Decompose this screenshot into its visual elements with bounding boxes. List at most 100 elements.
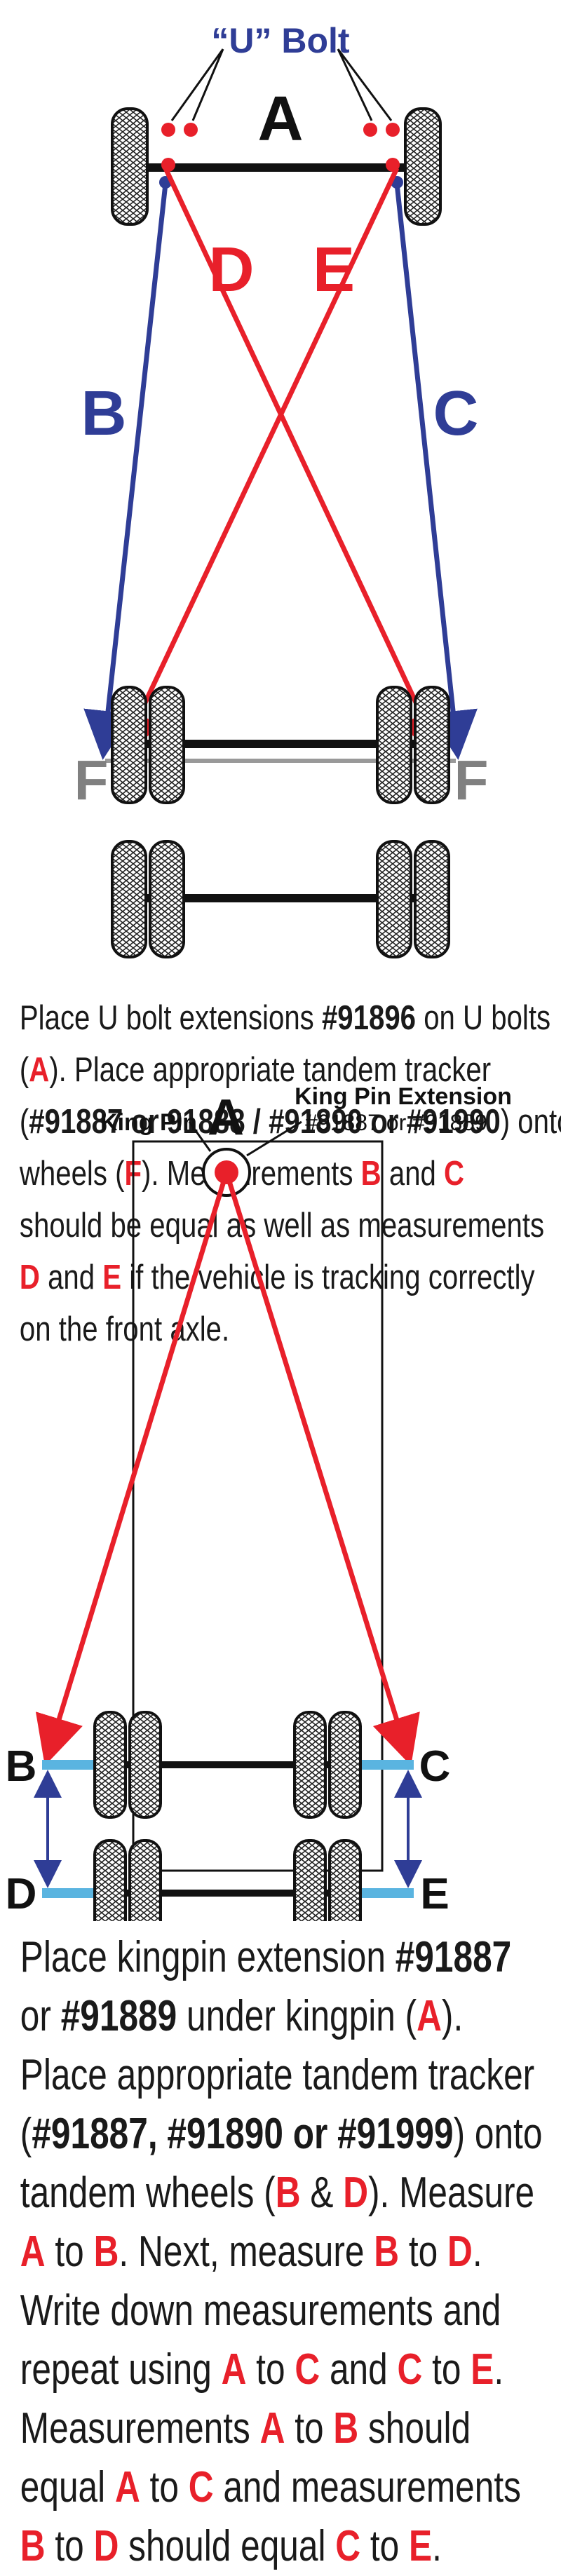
front-right-wheel (404, 107, 442, 226)
measure-line-a-b (35, 1171, 229, 1766)
text-span: or (20, 1992, 61, 2040)
front-left-wheel (111, 107, 149, 226)
u-bolt-label: “U” Bolt (211, 21, 350, 60)
tandem-wheel (376, 840, 412, 958)
kingpin-label-c: C (419, 1742, 451, 1791)
text-line: Place kingpin extension #91887 (20, 1928, 550, 1987)
label-c: C (433, 379, 479, 449)
text-line: should be equal as well as measurements (19, 1200, 545, 1252)
tandem-axle-bar (140, 894, 421, 902)
u-bolt-dot (386, 123, 400, 137)
tandem-wheel (93, 1711, 127, 1819)
label-ref: D (447, 2228, 473, 2276)
text-span: should equal (119, 2522, 336, 2570)
kingpin-label-b: B (6, 1742, 37, 1791)
text-span: Place appropriate tandem tracker (20, 2051, 535, 2099)
tandem-wheel (293, 1839, 327, 1921)
text-span: ). Place appropriate tandem tracker (49, 1051, 492, 1089)
text-line: equal A to C and measurements (20, 2458, 550, 2517)
tandem-axle-bar (119, 1761, 337, 1768)
measure-line-a-c (224, 1171, 420, 1766)
tandem-wheel (328, 1839, 362, 1921)
label-ref: A (259, 2404, 285, 2453)
u-bolt-dot (161, 158, 175, 172)
front-axle-diagram: “U” Bolt A B C D E F F (74, 21, 488, 958)
text-span: should be equal as well as measurements (19, 1207, 545, 1245)
label-ref: C (397, 2345, 423, 2394)
trailer-outline (132, 1140, 384, 1872)
text-line: B to D should equal C to E. (20, 2517, 550, 2576)
u-bolt-pointer (170, 48, 393, 121)
text-span: repeat using (20, 2345, 222, 2394)
measure-line-c (394, 183, 478, 760)
label-ref: B (275, 2169, 301, 2217)
label-ref: C (188, 2463, 214, 2511)
front-axle-bar (140, 163, 421, 172)
text-line: on the front axle. (20, 1303, 542, 1355)
text-span: and (39, 1259, 103, 1296)
text-span: to (140, 2463, 189, 2511)
tandem-wheel (128, 1839, 162, 1921)
kingpin-diagram: King Pin Extension #91887 or #91889 King… (6, 1083, 512, 1921)
kingpin-label-e: E (420, 1870, 449, 1918)
text-line: Measurements A to B should (20, 2399, 550, 2458)
part-number: #91887 or 91888 / #91890 or #91990 (29, 1103, 501, 1141)
text-line: (#91887, #91890 or #91999) onto (20, 2105, 550, 2164)
text-span: equal (20, 2463, 115, 2511)
measure-line-b (83, 183, 168, 760)
u-bolt-dot (184, 123, 198, 137)
part-number: #91896 (321, 999, 417, 1037)
text-line: (#91887 or 91888 / #91890 or #91990) ont… (19, 1096, 561, 1148)
text-span: ). Measure (368, 2169, 535, 2217)
text-span: to (285, 2404, 334, 2453)
label-ref: E (102, 1259, 122, 1296)
text-span: on the front axle. (19, 1310, 230, 1348)
text-line: or #91889 under kingpin (A). (20, 1987, 550, 2046)
kingpin-instructions: Place kingpin extension #91887 or #91889… (0, 1928, 555, 2576)
text-span: . (494, 2345, 504, 2394)
tandem-wheel (414, 840, 450, 958)
label-ref: C (335, 2522, 361, 2570)
label-ref: D (93, 2522, 119, 2570)
label-ref: C (444, 1155, 465, 1193)
text-span: ( (19, 1103, 29, 1141)
text-span: . Next, measure (119, 2228, 374, 2276)
tandem-wheel (93, 1839, 127, 1921)
text-line: A to B. Next, measure B to D. (20, 2223, 550, 2282)
tandem-wheel (128, 1711, 162, 1819)
tandem-wheel (149, 686, 185, 804)
tandem-wheel (111, 840, 147, 958)
text-span: and (320, 2345, 398, 2394)
label-ref: A (114, 2463, 140, 2511)
text-span: on U bolts (416, 999, 551, 1037)
king-pin-ext-pointer (246, 1120, 302, 1157)
text-span: to (360, 2522, 410, 2570)
text-span: . (472, 2228, 482, 2276)
text-span: to (422, 2345, 471, 2394)
part-number: #91887, #91890 or #91999 (32, 2110, 454, 2158)
text-span: Place U bolt extensions (19, 999, 322, 1037)
tandem-axle-bar (119, 1890, 337, 1897)
text-line: wheels (F). Measurements B and C (20, 1148, 542, 1200)
text-line: Write down measurements and (20, 2282, 550, 2340)
text-span: to (246, 2345, 295, 2394)
front-axle-instructions: Place U bolt extensions #91896 on U bolt… (0, 992, 561, 1355)
label-ref: A (20, 2228, 46, 2276)
king-pin-ext-parts: #91887 or #91889 (305, 1110, 487, 1135)
label-b: B (81, 379, 127, 449)
u-bolt-dot (161, 123, 175, 137)
text-span: & (300, 2169, 344, 2217)
text-span: under kingpin ( (177, 1992, 417, 2040)
label-ref: A (29, 1051, 50, 1089)
measure-line-d (117, 167, 400, 759)
text-span: . (432, 2522, 442, 2570)
text-span: should (358, 2404, 471, 2453)
text-span: ) onto (500, 1103, 561, 1141)
text-span: to (399, 2228, 448, 2276)
tandem-wheel (328, 1711, 362, 1819)
text-span: ) onto (453, 2110, 543, 2158)
text-span: Write down measurements and (20, 2286, 501, 2335)
label-ref: B (20, 2522, 46, 2570)
text-line: (A). Place appropriate tandem tracker (20, 1044, 542, 1096)
text-span: Measurements (20, 2404, 260, 2453)
